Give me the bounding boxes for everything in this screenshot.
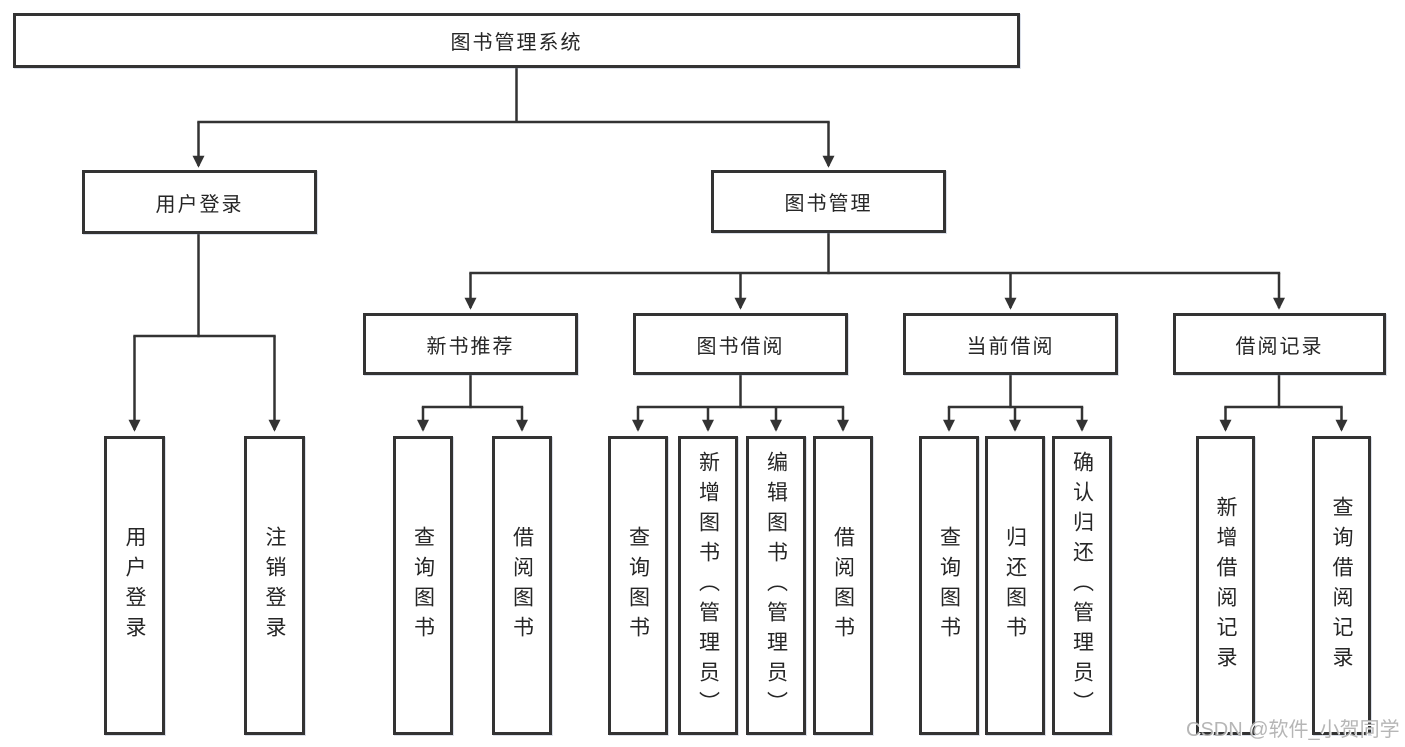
- leaf-query-borrow-record: 查询借阅记录: [1312, 436, 1371, 735]
- node-label: 新增图书（管理员）: [696, 450, 720, 721]
- node-label: 图书管理系统: [450, 32, 583, 54]
- node-label: 当前借阅: [966, 335, 1055, 358]
- node-label: 图书管理: [784, 193, 873, 215]
- leaf-query-books-current: 查询图书: [919, 436, 979, 735]
- leaf-edit-book-admin: 编辑图书（管理员）: [746, 436, 806, 735]
- node-label: 确认归还（管理员）: [1070, 450, 1094, 721]
- node-label: 新书推荐: [426, 335, 515, 358]
- node-label: 注销登录: [263, 525, 286, 646]
- leaf-query-books-borrow: 查询图书: [608, 436, 668, 735]
- node-borrow-records: 借阅记录: [1173, 313, 1386, 375]
- node-label: 用户登录: [123, 525, 146, 646]
- leaf-borrow-books-recommend: 借阅图书: [492, 436, 552, 735]
- leaf-add-borrow-record: 新增借阅记录: [1196, 436, 1255, 735]
- leaf-logout: 注销登录: [244, 436, 305, 735]
- node-label: 查询图书: [937, 525, 961, 646]
- leaf-borrow-books: 借阅图书: [813, 436, 873, 735]
- node-new-book-recommend: 新书推荐: [363, 313, 578, 375]
- node-current-borrow: 当前借阅: [903, 313, 1118, 375]
- node-book-management: 图书管理: [711, 170, 946, 233]
- leaf-user-login: 用户登录: [104, 436, 165, 735]
- node-label: 新增借阅记录: [1214, 495, 1237, 676]
- node-label: 借阅图书: [831, 525, 855, 646]
- leaf-return-books: 归还图书: [985, 436, 1045, 735]
- node-user-login: 用户登录: [82, 170, 317, 234]
- csdn-watermark: CSDN @软件_小贺同学: [1186, 719, 1400, 741]
- node-label: 查询借阅记录: [1330, 495, 1353, 676]
- node-library-management-system: 图书管理系统: [13, 13, 1020, 68]
- leaf-confirm-return-admin: 确认归还（管理员）: [1052, 436, 1112, 735]
- leaf-add-book-admin: 新增图书（管理员）: [678, 436, 738, 735]
- node-label: 编辑图书（管理员）: [764, 450, 788, 721]
- node-label: 图书借阅: [696, 335, 785, 358]
- node-label: 借阅记录: [1235, 335, 1324, 358]
- leaf-query-books-recommend: 查询图书: [393, 436, 453, 735]
- node-book-borrow: 图书借阅: [633, 313, 848, 375]
- node-label: 用户登录: [155, 193, 244, 216]
- node-label: 查询图书: [626, 525, 650, 646]
- node-label: 借阅图书: [510, 525, 534, 646]
- node-label: 归还图书: [1003, 525, 1027, 646]
- node-label: 查询图书: [411, 525, 435, 646]
